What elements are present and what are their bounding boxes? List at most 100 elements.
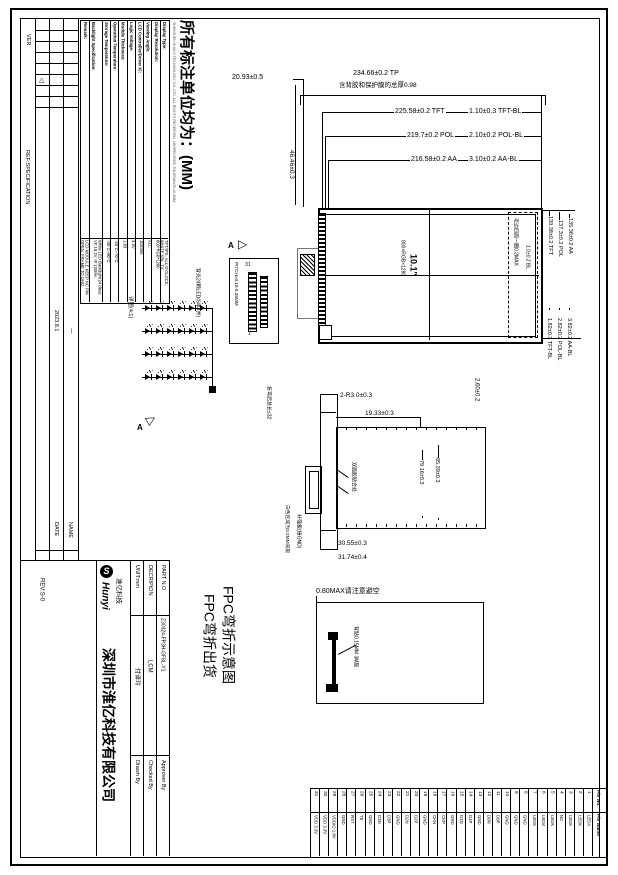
dim-pol-bl: 2.10±0.2 POL-BL (468, 132, 525, 140)
pin-name: VDD 3.3V (322, 815, 328, 835)
connector-detail-box (229, 258, 279, 344)
dim-total-thickness: 2.60±0.2 (473, 378, 480, 402)
rev-date: 2023.8.1 (52, 310, 59, 332)
vl-line (78, 18, 79, 560)
pin-number: 18 (431, 791, 437, 797)
pin-number: 15 (458, 791, 464, 797)
hl-line (320, 530, 336, 531)
tick-marks-top (336, 427, 484, 430)
vl-line (49, 18, 50, 560)
fold-length-note: 折弯后总长≤32 (265, 386, 272, 420)
dim-v-tft: 139.38±0.2 TFT (545, 216, 553, 308)
pin-number: 1 (585, 791, 591, 794)
led-wire (142, 331, 212, 332)
dim-v-aa-bl: 3.82±0.2 AA-BL (565, 318, 572, 357)
pin-number: 3 (567, 791, 573, 794)
led-diode-icon (167, 301, 175, 311)
hl-line (35, 85, 78, 86)
vl-line (295, 85, 296, 205)
rev-ver-header: VER (24, 34, 31, 46)
pin-name: D1P (468, 815, 474, 824)
stiffener-gnd-note: 补强板(接GND) (295, 514, 302, 549)
spec-row-8: Storage Temperature:-30°C~80°C (101, 20, 111, 302)
hl-line (300, 95, 545, 96)
led-diode-icon (178, 301, 186, 311)
driver-ic (300, 254, 315, 276)
dim-aa: 216.58±0.2 AA (410, 156, 458, 164)
pin-name: NC (559, 815, 565, 822)
hl-line (35, 107, 78, 108)
pin-number: 11 (494, 791, 500, 796)
vl-line (303, 79, 304, 207)
description-value: LCM (146, 660, 153, 673)
led-diode-icon (156, 370, 164, 380)
pin-number: 17 (440, 791, 446, 797)
drawn-name: 付译玲 (133, 668, 140, 687)
vl-line (316, 596, 317, 603)
spec-row-6: Module Thickness:1.83 (118, 20, 127, 302)
hl-line (541, 338, 581, 339)
pin-number: 25 (367, 791, 373, 797)
hl-line (20, 560, 169, 561)
pin-name: GND (504, 815, 510, 825)
dim-left-height: 46.46±0.3 (287, 150, 295, 216)
drawn-by-label: Drawn By (133, 760, 140, 784)
hl-line (35, 74, 78, 75)
vl-line (143, 560, 144, 856)
fpc-stiffener (336, 427, 486, 529)
description-label: DECRIPION (146, 565, 153, 596)
dim-pol: 219.7±0.2 POL (406, 132, 456, 140)
led-diode-icon (145, 347, 153, 357)
fold-view-box (316, 602, 484, 704)
spec-value: White LED Backlight(24 dies) VF:19.2V, I… (93, 240, 103, 295)
pin-name: LEDK (550, 815, 556, 827)
vl-line (297, 248, 298, 318)
partno-label: PART N.O (159, 565, 166, 591)
vl-line (35, 18, 36, 560)
spec-label: Storage Temperature: (104, 22, 110, 67)
vl-line (96, 560, 97, 856)
checked-by-label: Checked By (146, 760, 153, 790)
spec-row-5: Logic Voltage:3.3V (126, 20, 136, 302)
gold-finger-inner (309, 471, 319, 509)
spec-value: -20°C~70°C (114, 240, 120, 263)
pin-number: 23 (385, 791, 391, 797)
pin-first-label: 1 (248, 331, 251, 337)
spec-row-3: Viewing Angle:ALL (143, 20, 152, 302)
pin-name: GND (422, 815, 428, 825)
fpc-bonding-strip (318, 213, 326, 339)
led-diode-icon (189, 301, 197, 311)
vl-line (156, 560, 157, 856)
pin-name: D0P (495, 815, 501, 824)
pin-number: 28 (340, 791, 346, 797)
folded-fpc-bar (332, 638, 336, 688)
pin-number: 27 (349, 791, 355, 797)
spec-value: 1.83 (122, 240, 128, 249)
pin-name: LEDK (577, 815, 583, 827)
vl-line (169, 560, 170, 856)
hl-line (310, 812, 606, 813)
pin-number: 29 (331, 791, 337, 797)
pin-name: VDDIO 1.8V (331, 815, 337, 839)
led-diode-icon (167, 370, 175, 380)
rev-name-header: NAME (66, 522, 73, 538)
spec-label: Display Type: (162, 22, 168, 50)
spec-value: 3.3V (130, 240, 136, 249)
dim-fpc-h2: 85.39±0.3 (432, 458, 440, 518)
pin-last-label: 31 (245, 262, 251, 268)
gold-finger-connector (305, 466, 322, 514)
